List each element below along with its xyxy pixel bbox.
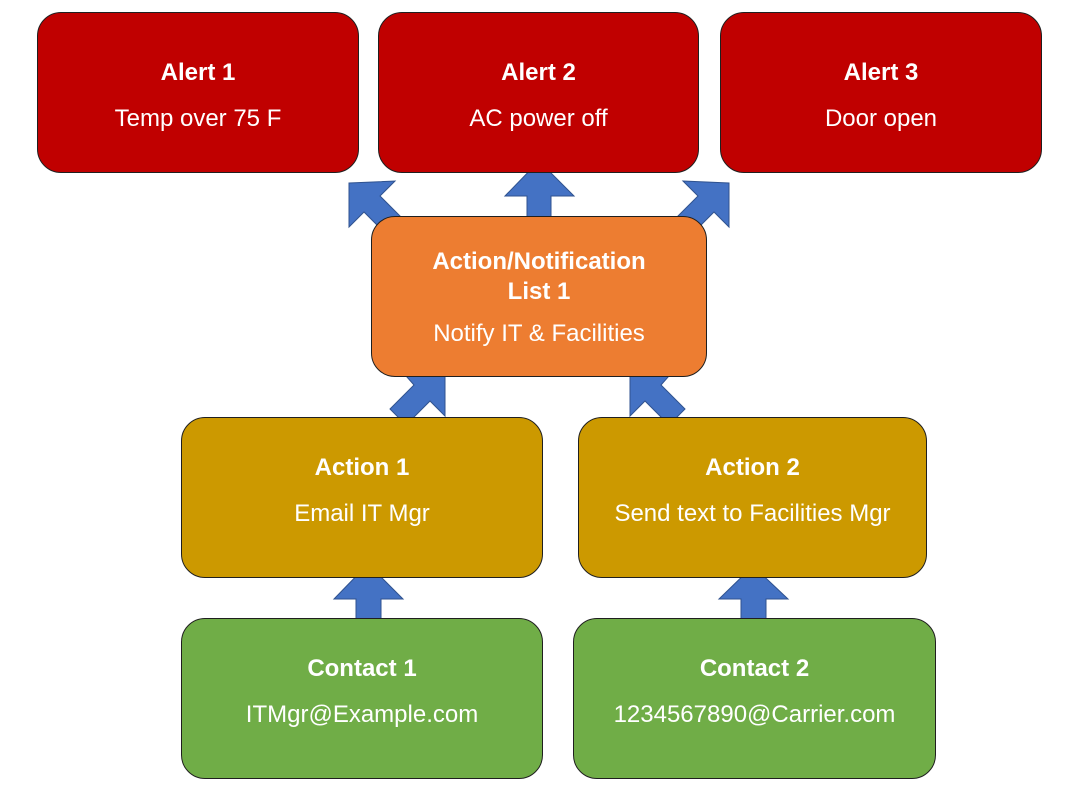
alert-2-title: Alert 2 xyxy=(501,59,576,86)
list-title-line1: Action/Notification xyxy=(432,248,646,275)
alert-3-text: Door open xyxy=(824,105,938,132)
action-1-title: Action 1 xyxy=(314,454,410,481)
alert-2-box: Alert 2 AC power off xyxy=(378,12,699,173)
action-2-box: Action 2 Send text to Facilities Mgr xyxy=(578,417,927,578)
list-text: Notify IT & Facilities xyxy=(433,320,645,347)
alert-2-text: AC power off xyxy=(469,105,608,132)
contact-2-box: Contact 2 1234567890@Carrier.com xyxy=(573,618,936,779)
alert-1-text: Temp over 75 F xyxy=(114,105,282,132)
action-1-box: Action 1 Email IT Mgr xyxy=(181,417,543,578)
action-2-title: Action 2 xyxy=(705,454,800,481)
alert-1-box: Alert 1 Temp over 75 F xyxy=(37,12,359,173)
action-1-text: Email IT Mgr xyxy=(294,500,430,527)
contact-1-title: Contact 1 xyxy=(307,655,417,682)
list-title-line2: List 1 xyxy=(507,278,571,305)
action-notification-list-box: Action/Notification List 1 Notify IT & F… xyxy=(371,216,707,377)
alert-1-title: Alert 1 xyxy=(160,59,236,86)
contact-2-title: Contact 2 xyxy=(699,655,810,682)
contact-1-text: ITMgr@Example.com xyxy=(245,701,479,728)
contact-1-box: Contact 1 ITMgr@Example.com xyxy=(181,618,543,779)
alert-3-box: Alert 3 Door open xyxy=(720,12,1042,173)
contact-2-text: 1234567890@Carrier.com xyxy=(613,701,896,728)
action-2-text: Send text to Facilities Mgr xyxy=(614,500,891,527)
alert-3-title: Alert 3 xyxy=(843,59,919,86)
